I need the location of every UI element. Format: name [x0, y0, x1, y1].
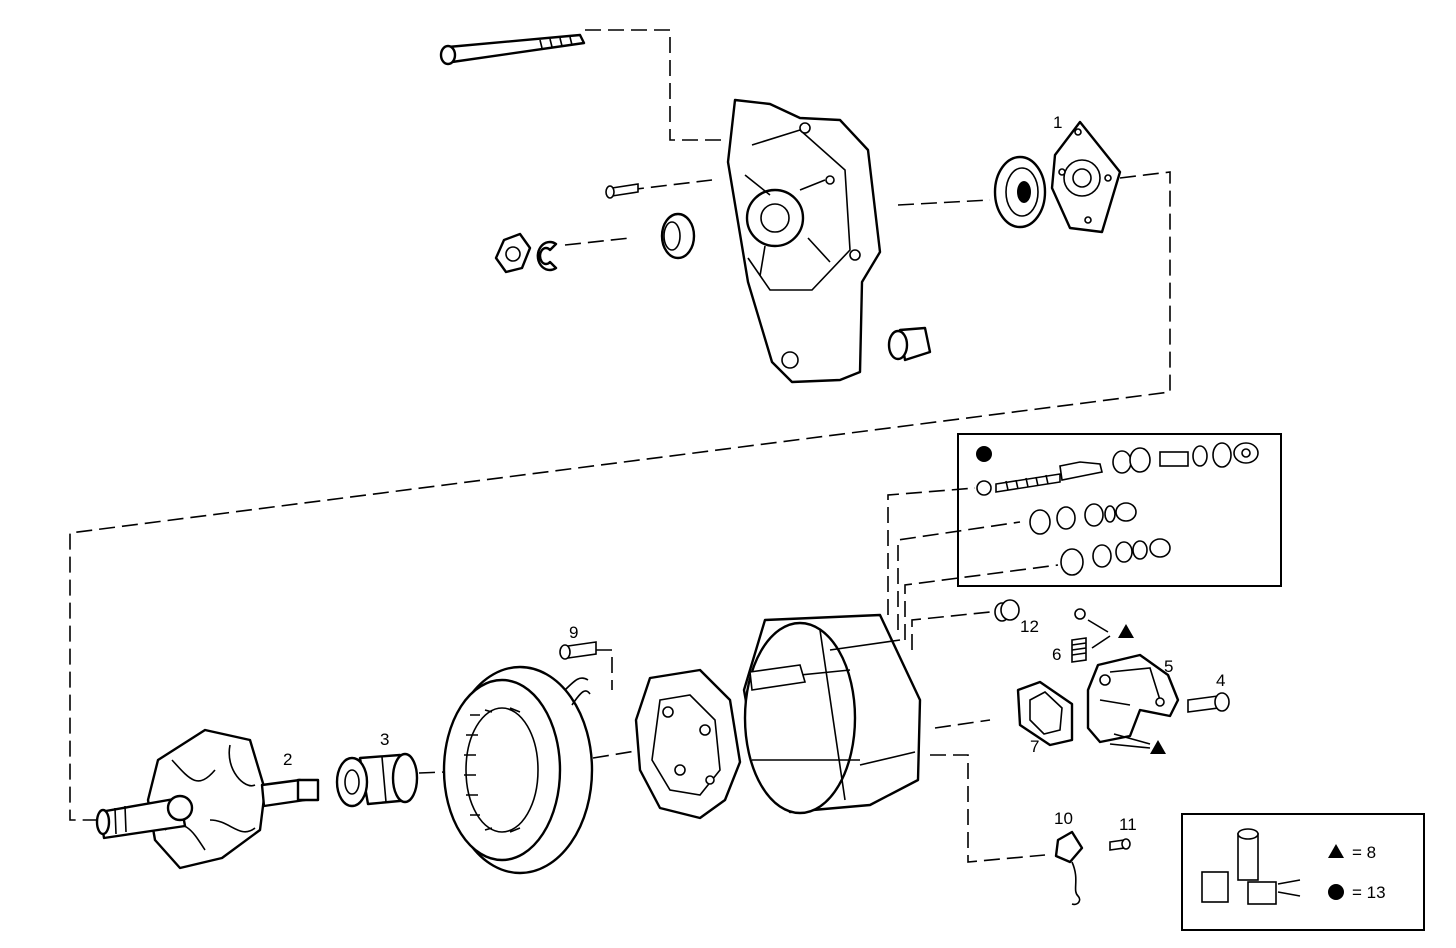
ball-bearing: [993, 155, 1047, 229]
screw-9: [559, 641, 597, 660]
triangle-marker-icon: [1118, 624, 1134, 638]
callout-3: 3: [380, 730, 389, 749]
callout-7: 7: [1030, 737, 1039, 756]
slip-ring-bearing: [335, 752, 419, 808]
legend-triangle-label: = 8: [1352, 843, 1376, 862]
callout-10: 10: [1054, 809, 1073, 828]
filled-circle-marker-icon: [1328, 884, 1344, 900]
legend-circle-label: = 13: [1352, 883, 1386, 902]
triangle-marker-icon: [1328, 844, 1344, 858]
filled-circle-marker-icon: [976, 446, 992, 462]
drive-end-housing: [726, 98, 882, 384]
brush-holder-regulator: [1086, 653, 1180, 744]
callout-12: 12: [1020, 617, 1039, 636]
pulley-nut: [494, 232, 532, 274]
leader-lines: [69, 29, 1171, 863]
housing-bushing: [887, 326, 932, 362]
retaining-ring: [536, 240, 558, 272]
stator: [442, 665, 594, 875]
spacer-ring: [660, 212, 696, 260]
terminal-hardware-box: [957, 433, 1282, 587]
carbon-brush: [1054, 830, 1084, 906]
callout-6: 6: [1052, 645, 1061, 664]
callout-11: 11: [1119, 815, 1137, 834]
bearing-cover-plate: [1050, 120, 1122, 234]
brush-spring: [1071, 608, 1111, 663]
callout-4: 4: [1216, 671, 1225, 690]
callout-labels: 1 2 3 4 5 6 7 9 10 11 12: [283, 113, 1225, 834]
through-bolt: [439, 33, 586, 66]
nut-12: [994, 599, 1020, 622]
rotor: [95, 728, 320, 870]
slip-ring-end-housing: [742, 613, 922, 815]
small-screw: [605, 183, 639, 199]
gasket-7: [1016, 680, 1074, 747]
triangle-markers: [1109, 624, 1166, 754]
callout-9: 9: [569, 623, 578, 642]
rectifier-bridge: [634, 668, 742, 820]
triangle-marker-icon: [1150, 740, 1166, 754]
legend-box: = 8 = 13: [1181, 813, 1425, 931]
callout-1: 1: [1053, 113, 1062, 132]
brush-kit-illustration: [1201, 828, 1301, 905]
screw-11: [1109, 838, 1131, 851]
screw-4: [1187, 692, 1230, 713]
callout-5: 5: [1164, 657, 1173, 676]
callout-2: 2: [283, 750, 292, 769]
